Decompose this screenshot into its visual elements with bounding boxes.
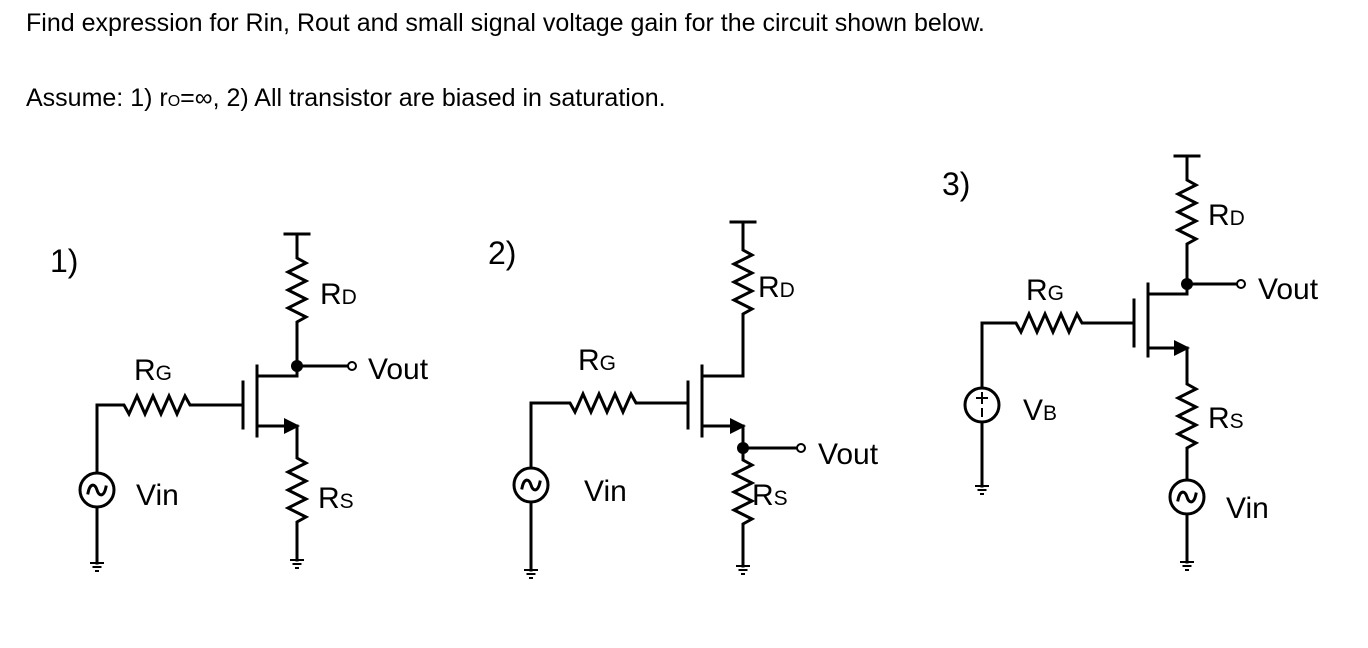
circuit-2-vout-label: Vout [818,438,879,471]
circuit-2-vin-label: Vin [584,475,627,508]
circuit-3-vin-label: Vin [1226,492,1269,525]
circuit-1-vin-label: Vin [136,479,179,512]
circuit-1-number: 1) [50,243,78,279]
circuit-1-rg-label: RG [134,354,172,387]
circuit-2-rs-label: RS [752,479,788,512]
circuit-1-vout-label: Vout [368,353,429,386]
circuit-3-rg-label: RG [1026,274,1064,307]
assumption-prefix: Assume: 1) r [26,84,168,112]
circuit-2: 2) RD Vout RS RG Vin [488,220,879,580]
assumption-suffix: =∞, 2) All transistor are biased in satu… [180,84,666,112]
question-line-1: Find expression for Rin, Rout and small … [26,9,985,37]
circuit-1: 1) RD Vout RS RG Vin [50,232,429,573]
circuit-3-rd-label: RD [1208,199,1245,232]
assumption-subscript: O [167,93,181,110]
circuit-3-number: 3) [942,166,970,202]
circuit-2-rg-label: RG [578,344,616,377]
circuit-3-vb-label: VB [1023,394,1057,427]
circuit-1-rd-label: RD [320,278,357,311]
circuit-3: 3) RD Vout RS Vin RG VB [942,154,1319,572]
circuit-2-number: 2) [488,235,516,271]
question-line-2: Assume: 1) rO=∞, 2) All transistor are b… [26,84,666,113]
circuit-3-rs-label: RS [1208,402,1244,435]
circuit-2-rd-label: RD [758,271,795,304]
circuit-1-rs-label: RS [318,482,354,515]
circuit-3-vout-label: Vout [1258,273,1319,306]
